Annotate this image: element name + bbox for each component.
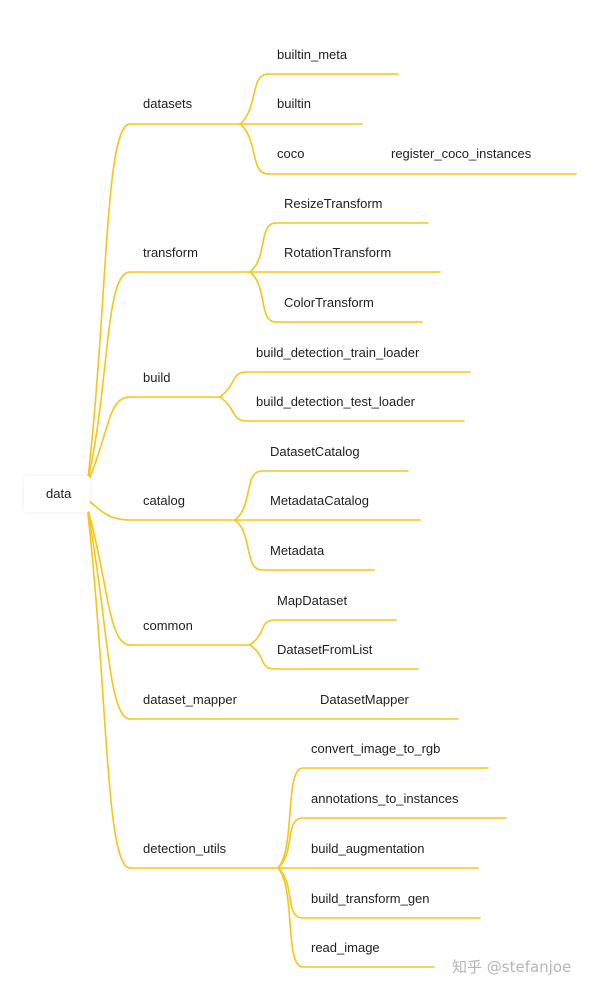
node-metadata-catalog[interactable]: MetadataCatalog (270, 493, 370, 508)
watermark: 知乎 @stefanjoe (452, 958, 572, 976)
edge-root-build (87, 396, 131, 483)
edge-root-transform (87, 271, 131, 481)
node-dataset-from-list[interactable]: DatasetFromList (277, 642, 373, 657)
node-datasets[interactable]: datasets (143, 96, 193, 111)
node-catalog[interactable]: catalog (143, 493, 185, 508)
node-dataset-catalog[interactable]: DatasetCatalog (270, 444, 360, 459)
node-color-transform[interactable]: ColorTransform (284, 295, 374, 310)
node-common[interactable]: common (143, 618, 193, 633)
node-dataset-mapper[interactable]: dataset_mapper (143, 692, 237, 707)
node-map-dataset[interactable]: MapDataset (277, 593, 348, 608)
edge-root-dataset-mapper (87, 511, 131, 720)
node-coco[interactable]: coco (277, 146, 305, 161)
node-annotations-to-instances[interactable]: annotations_to_instances (311, 791, 459, 806)
node-metadata[interactable]: Metadata (270, 543, 325, 558)
edge-root-datasets (87, 123, 131, 479)
node-detection-utils[interactable]: detection_utils (143, 841, 227, 856)
node-builtin-meta[interactable]: builtin_meta (277, 47, 348, 62)
edge-root-catalog (87, 499, 131, 521)
node-convert-image-to-rgb[interactable]: convert_image_to_rgb (311, 741, 441, 756)
node-rotation-transform[interactable]: RotationTransform (284, 245, 392, 260)
node-build[interactable]: build (143, 370, 171, 385)
node-builtin[interactable]: builtin (277, 96, 311, 111)
edge-root-common (87, 509, 131, 646)
root-node[interactable]: data (24, 476, 90, 512)
node-read-image[interactable]: read_image (311, 940, 380, 955)
node-transform[interactable]: transform (143, 245, 198, 260)
node-build-augmentation[interactable]: build_augmentation (311, 841, 425, 856)
edge-root-detection-utils (87, 513, 131, 869)
node-dataset-mapper-class[interactable]: DatasetMapper (320, 692, 409, 707)
node-build-transform-gen[interactable]: build_transform_gen (311, 891, 430, 906)
node-build-train-loader[interactable]: build_detection_train_loader (256, 345, 420, 360)
node-resize-transform[interactable]: ResizeTransform (284, 196, 383, 211)
root-label: data (46, 486, 72, 501)
node-build-test-loader[interactable]: build_detection_test_loader (256, 394, 416, 409)
node-register-coco-instances[interactable]: register_coco_instances (391, 146, 532, 161)
